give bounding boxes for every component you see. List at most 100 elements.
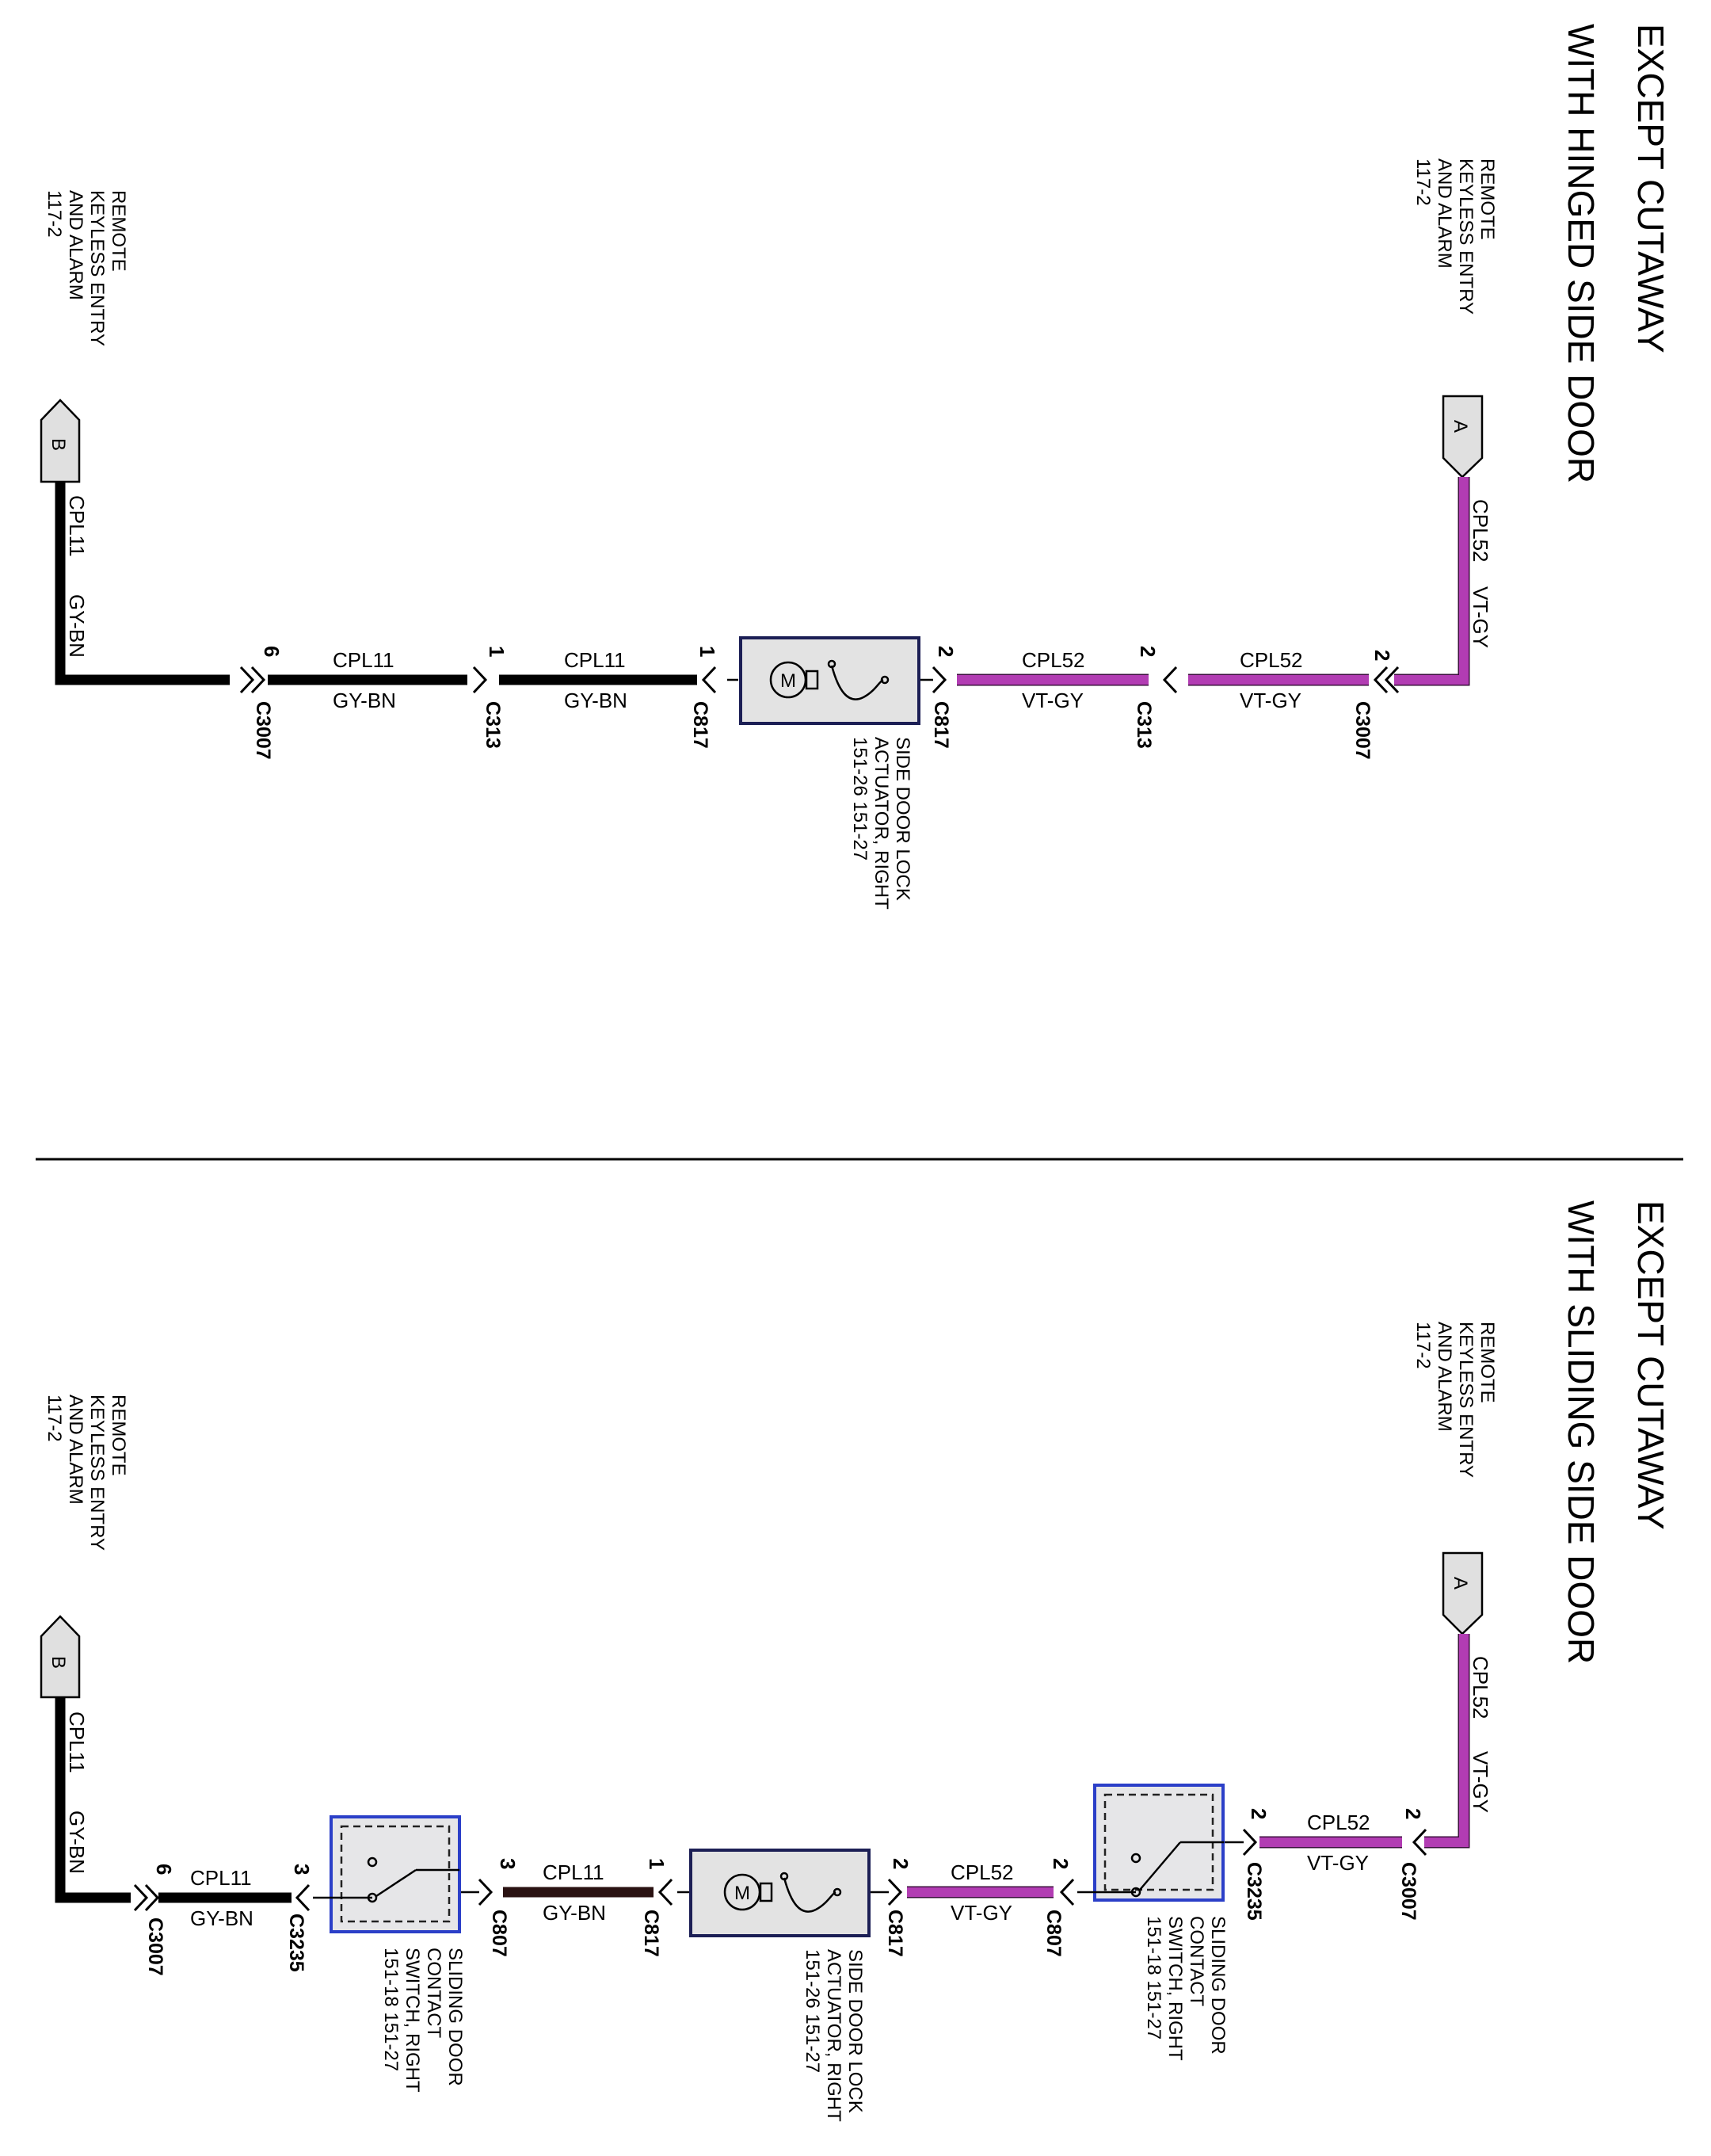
wire-color-label: VT-GY [1469, 586, 1492, 648]
wire-cpl11-vertical[interactable] [55, 1697, 131, 1903]
wire-color-label: GY-BN [65, 1811, 89, 1874]
switch-label: SLIDING DOOR [1207, 1916, 1229, 2055]
pin-label: 2 [889, 1858, 913, 1869]
connector-label: C817 [640, 1910, 662, 1957]
wire-circuit-label: CPL11 [333, 648, 394, 672]
switch-label: CONTACT [423, 1948, 444, 2039]
switch-label: 151-18 151-27 [380, 1948, 402, 2071]
pin-label: 2 [934, 646, 958, 657]
switch-label: SLIDING DOOR [444, 1948, 466, 2086]
wire-color-label: GY-BN [564, 689, 627, 712]
tag-a-label: A [1450, 420, 1471, 433]
tag-a[interactable]: A [1442, 395, 1484, 479]
ref-line: REMOTE [108, 190, 129, 272]
switch-label: SWITCH, RIGHT [1164, 1916, 1186, 2061]
connector-label: C817 [689, 701, 711, 749]
pin-label: 6 [260, 646, 284, 657]
wire-color-label: GY-BN [543, 1901, 606, 1925]
wire-circuit-label: CPL52 [1240, 648, 1303, 672]
ref-remote-keyless-top: REMOTE KEYLESS ENTRY AND ALARM 117-2 [1412, 1322, 1498, 1478]
wire-cpl52-vertical[interactable] [1424, 1634, 1469, 1847]
ref-remote-keyless-bottom: REMOTE KEYLESS ENTRY AND ALARM 117-2 [44, 1395, 129, 1551]
actuator-label: SIDE DOOR LOCK [892, 737, 913, 901]
wire-circuit-label: CPL52 [1022, 648, 1085, 672]
ref-line: 117-2 [1412, 158, 1434, 206]
switch-label: SWITCH, RIGHT [402, 1948, 423, 2093]
ref-remote-keyless-bottom: REMOTE KEYLESS ENTRY AND ALARM 117-2 [44, 190, 129, 346]
wire-circuit-label: CPL52 [1307, 1811, 1370, 1834]
side-door-lock-actuator[interactable]: M [677, 1849, 871, 1937]
pin-label: 6 [152, 1864, 176, 1875]
wire-color-label: VT-GY [1240, 689, 1301, 712]
ref-line: KEYLESS ENTRY [86, 1395, 108, 1551]
ref-line: 117-2 [44, 190, 65, 238]
actuator-label: 151-26 151-27 [849, 737, 871, 860]
connector-label: C817 [884, 1910, 906, 1957]
ref-line: REMOTE [108, 1395, 129, 1476]
connector-label: C3007 [1351, 701, 1374, 760]
section-title-line2: WITH SLIDING SIDE DOOR [1560, 1200, 1602, 1664]
ref-line: 117-2 [1412, 1322, 1434, 1369]
wire-circuit-label: CPL11 [65, 495, 89, 557]
connector-label: C3235 [285, 1914, 307, 1972]
pin-label: 2 [1370, 650, 1394, 661]
section-title-line2: WITH HINGED SIDE DOOR [1560, 24, 1602, 483]
ref-line: 117-2 [44, 1395, 65, 1442]
tag-b-label: B [48, 1656, 69, 1669]
actuator-label: ACTUATOR, RIGHT [871, 737, 892, 910]
connector-label: C3007 [1397, 1862, 1419, 1921]
ref-line: KEYLESS ENTRY [1455, 1322, 1477, 1478]
connector-label: C313 [1133, 701, 1155, 749]
pin-label: 1 [695, 646, 719, 657]
tag-a-label: A [1450, 1577, 1471, 1589]
section-title-line1: EXCEPT CUTAWAY [1630, 1200, 1671, 1530]
wire-color-label: VT-GY [1307, 1851, 1369, 1875]
wire-circuit-label: CPL11 [190, 1866, 252, 1890]
connector-label: C3007 [252, 701, 274, 760]
wire-circuit-label: CPL52 [1469, 1656, 1492, 1719]
section-sliding: EXCEPT CUTAWAY WITH SLIDING SIDE DOOR RE… [40, 1200, 1671, 2122]
actuator-label: 151-26 151-27 [802, 1949, 823, 2073]
wire-color-label: GY-BN [333, 689, 396, 712]
wire-circuit-label: CPL52 [1469, 499, 1492, 563]
connector-label: C313 [482, 701, 504, 749]
wire-color-label: VT-GY [951, 1901, 1012, 1925]
ref-line: KEYLESS ENTRY [86, 190, 108, 346]
tag-b[interactable]: B [40, 399, 81, 483]
wire-cpl11-vertical[interactable] [55, 482, 230, 685]
connector-label: C807 [1042, 1910, 1065, 1957]
pin-label: 2 [1136, 646, 1160, 657]
switch-label: 151-18 151-27 [1143, 1916, 1164, 2040]
pin-label: 2 [1401, 1808, 1425, 1819]
ref-line: AND ALARM [1434, 158, 1455, 269]
wire-circuit-label: CPL11 [543, 1860, 604, 1884]
section-hinged: EXCEPT CUTAWAY WITH HINGED SIDE DOOR REM… [40, 24, 1671, 910]
ref-line: REMOTE [1477, 158, 1498, 240]
tag-a[interactable]: A [1442, 1551, 1484, 1635]
wire-cpl52-vertical[interactable] [1394, 477, 1469, 685]
ref-line: AND ALARM [65, 190, 86, 300]
wire-color-label: GY-BN [65, 594, 89, 658]
tag-b[interactable]: B [40, 1615, 81, 1699]
side-door-lock-actuator[interactable]: M [727, 636, 920, 725]
connector-label: C3235 [1243, 1862, 1265, 1921]
pin-label: 2 [1247, 1808, 1271, 1819]
wire-circuit-label: CPL11 [564, 648, 626, 672]
pin-label: 3 [496, 1858, 520, 1869]
ref-line: REMOTE [1477, 1322, 1498, 1403]
wire-color-label: VT-GY [1022, 689, 1084, 712]
connector-label: C807 [488, 1910, 510, 1957]
ref-line: KEYLESS ENTRY [1455, 158, 1477, 315]
sliding-door-contact-switch-bottom[interactable] [313, 1815, 461, 1933]
motor-symbol: M [780, 670, 796, 692]
ref-line: AND ALARM [1434, 1322, 1455, 1432]
actuator-label: SIDE DOOR LOCK [844, 1949, 866, 2113]
sliding-door-contact-switch-top[interactable] [1077, 1784, 1225, 1902]
connector-label: C817 [930, 701, 952, 749]
motor-symbol: M [734, 1883, 750, 1904]
ref-remote-keyless-top: REMOTE KEYLESS ENTRY AND ALARM 117-2 [1412, 158, 1498, 315]
section-title-line1: EXCEPT CUTAWAY [1630, 24, 1671, 353]
tag-b-label: B [48, 438, 69, 451]
pin-label: 1 [645, 1858, 669, 1869]
